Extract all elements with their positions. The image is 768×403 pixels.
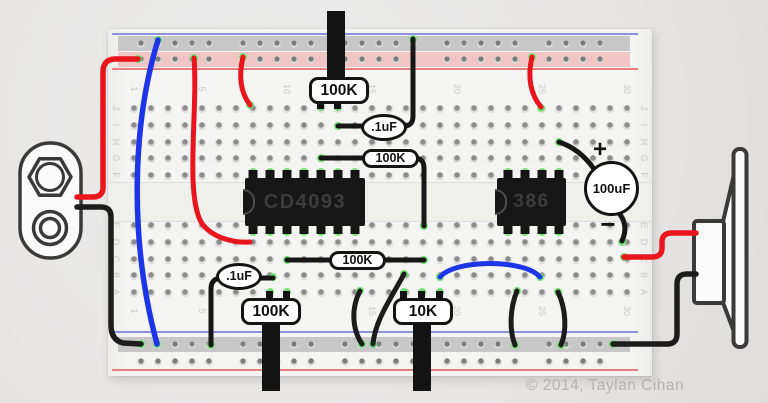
black-jumper [508,288,520,348]
red-jumper [527,54,544,110]
pot-bottom-left-leg [266,291,273,300]
top-negative-rail-band [118,36,630,51]
pot-top-leg [317,103,324,109]
pot-bottom-left-shaft [262,324,280,391]
copyright-text: © 2014, Taylan Cihan [526,377,685,394]
black-jumper [370,271,407,347]
battery-clip [18,141,83,260]
ic-cd4093-label: CD4093 [263,190,347,213]
speaker-black-wire [610,271,699,347]
minus-sign: − [600,208,616,239]
blue-wire-rail-to-rail [134,37,161,347]
cap-lower-label: .1uF [216,263,262,290]
top-positive-rail-line [112,68,638,70]
pot-bottom-right-leg [436,291,443,300]
electrolytic-cap-positive-lead [556,139,597,172]
speaker-driver [692,219,726,305]
pot-bottom-left-leg [283,291,290,300]
red-jumper [238,54,253,108]
electrolytic-cap-label: 100uF [584,161,639,216]
battery-red-wire [74,56,141,200]
pot-bottom-right-shaft [413,324,431,391]
pot-bottom-right-leg [418,291,425,300]
pot-bottom-right-leg [400,291,407,300]
ic-cd4093: CD4093 [245,178,365,226]
black-jumper [555,289,568,348]
ic-386: 386 [497,178,566,226]
pot-bottom-left-label: 100K [241,298,301,325]
resistor-lower-label: 100K [329,251,386,270]
pot-top-shaft [327,11,345,79]
pot-top-label: 100K [309,77,369,104]
speaker-rim [731,147,749,349]
ic-386-label: 386 [513,191,550,212]
speaker-red-wire [621,230,699,260]
potentiometer-bodies [262,11,443,391]
resistor-upper-label: 100K [362,149,419,168]
battery-terminal-hex-inner [35,162,65,192]
pot-top-leg [334,103,341,109]
wires [74,36,699,348]
bottom-positive-rail-line [112,369,638,371]
blue-jumper [437,261,543,280]
battery-black-wire [74,204,144,347]
speaker [692,147,749,349]
battery-terminal-round-inner [38,216,62,240]
black-jumper [351,288,365,347]
plus-sign: + [592,136,607,163]
top-negative-rail-line [112,33,638,35]
cap-upper-label: .1uF [361,114,407,141]
ic-pins [248,170,564,234]
pot-bottom-right-label: 10K [393,298,453,325]
red-jumper [190,55,253,245]
